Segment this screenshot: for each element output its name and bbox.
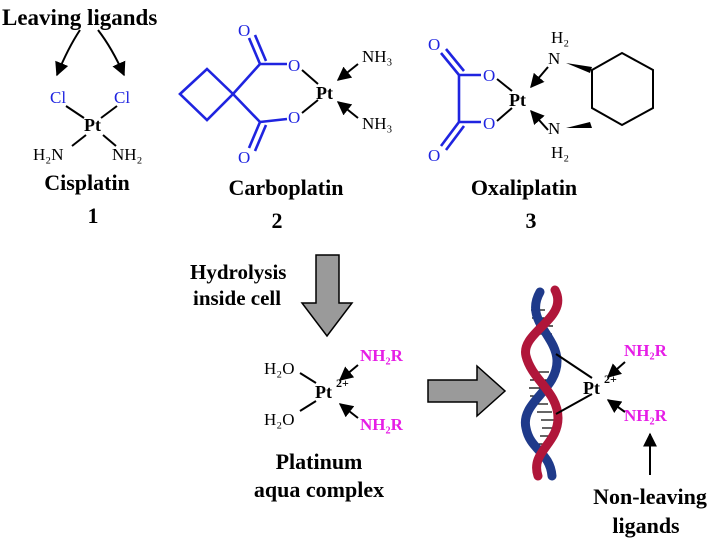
cisplatin-structure: Leaving ligands Cl Cl Pt H₂N NH₂ Cisplat… [2,5,157,228]
leaving-arrow-right [97,29,126,77]
bond [247,37,262,65]
oxaliplatin-name: Oxaliplatin [471,175,577,200]
dative-arrow [530,109,549,131]
oxaliplatin-o-top: O [428,35,440,54]
bond [259,117,288,124]
cisplatin-name: Cisplatin [44,170,130,195]
aqua-label-line1: Platinum [276,449,363,474]
wedge-bond-bottom [566,122,592,128]
carboplatin-o-upper: O [288,56,300,75]
bond [232,93,261,123]
aqua-pt: Pt [315,382,332,402]
oxaliplatin-h2-top: H₂ [551,28,569,47]
dna-helix [520,285,593,481]
carboplatin-pt: Pt [316,83,333,103]
dative-arrow [336,63,359,81]
dative-arrow [336,101,359,119]
leaving-ligands-label: Leaving ligands [2,5,157,30]
aqua-h2o-top: H₂O [264,359,294,378]
dna-nh2r-top: NH₂R [624,341,668,360]
cyclohexane-ring [591,51,654,127]
bond [253,34,268,62]
aqua-nh2r-top: NH₂R [360,346,404,365]
cisplatin-h2n: H₂N [33,145,63,164]
down-arrow [300,254,354,338]
bond [299,400,317,412]
oxaliplatin-pt: Pt [509,90,526,110]
non-leaving-label-line2: ligands [612,513,680,538]
cisplatin-nh2: NH₂ [112,145,142,164]
bond [100,105,118,119]
carboplatin-o-top: O [238,21,250,40]
cisplatin-cl-right: Cl [114,88,130,107]
leaving-arrow-left [55,29,81,77]
bond [102,134,117,147]
carboplatin-structure: O O O O Pt NH₃ NH₃ Carboplatin 2 [178,21,393,233]
bond [65,105,85,119]
aqua-h2o-bottom: H₂O [264,410,294,429]
bond [496,107,513,122]
bond [496,78,513,92]
right-arrow [427,364,507,418]
carboplatin-o-lower: O [288,108,300,127]
bond [444,125,466,151]
oxaliplatin-structure: O O O O Pt H₂ N N H₂ Oxaliplatin 3 [428,28,654,233]
dative-arrow [338,403,359,419]
dative-arrow [606,361,626,378]
bond [247,121,262,149]
dna-strand-red [521,285,563,481]
dative-arrow [338,364,359,381]
cisplatin-pt: Pt [84,115,101,135]
oxaliplatin-n-bottom: N [548,119,560,138]
oxaliplatin-n-top: N [548,49,560,68]
oxaliplatin-number: 3 [526,208,537,233]
carboplatin-o-bottom: O [238,148,250,167]
hydrolysis-label-line2: inside cell [193,286,281,310]
pt-dna-bond-lower [555,393,593,415]
hydrolysis-label-line1: Hydrolysis [190,260,286,284]
carboplatin-number: 2 [272,208,283,233]
carboplatin-name: Carboplatin [229,175,344,200]
bond [439,121,461,147]
bond [232,63,261,95]
oxaliplatin-h2-bottom: H₂ [551,143,569,162]
cisplatin-cl-left: Cl [50,88,66,107]
hydrolysis-step: Hydrolysis inside cell [190,254,354,338]
carboplatin-nh3-top: NH₃ [362,47,393,66]
dna-pt: Pt [583,378,600,398]
oxaliplatin-o-upper: O [483,66,495,85]
bond [299,372,317,384]
cyclobutane-ring [178,67,235,122]
aqua-label-line2: aqua complex [254,477,384,502]
dna-platinum-complex: Pt 2+ NH₂R NH₂R Non-leaving ligands [583,341,707,538]
wedge-bond-top [566,63,592,73]
oxaliplatin-o-bottom: O [428,146,440,165]
dative-arrow [606,399,626,413]
dative-arrow [530,66,549,89]
dna-nh2r-bottom: NH₂R [624,406,668,425]
bond [71,134,87,147]
bond [253,124,268,152]
bond [301,69,319,85]
bond [301,99,319,114]
oxaliplatin-o-lower: O [483,114,495,133]
cisplatin-number: 1 [88,203,99,228]
non-leaving-label-line1: Non-leaving [593,484,707,509]
aqua-nh2r-bottom: NH₂R [360,415,404,434]
pt-dna-bond-upper [555,353,593,379]
carboplatin-nh3-bottom: NH₃ [362,114,393,133]
bond [439,52,461,76]
bond [444,48,466,72]
aqua-complex: H₂O H₂O Pt 2+ NH₂R NH₂R Platinum aqua co… [254,346,404,502]
